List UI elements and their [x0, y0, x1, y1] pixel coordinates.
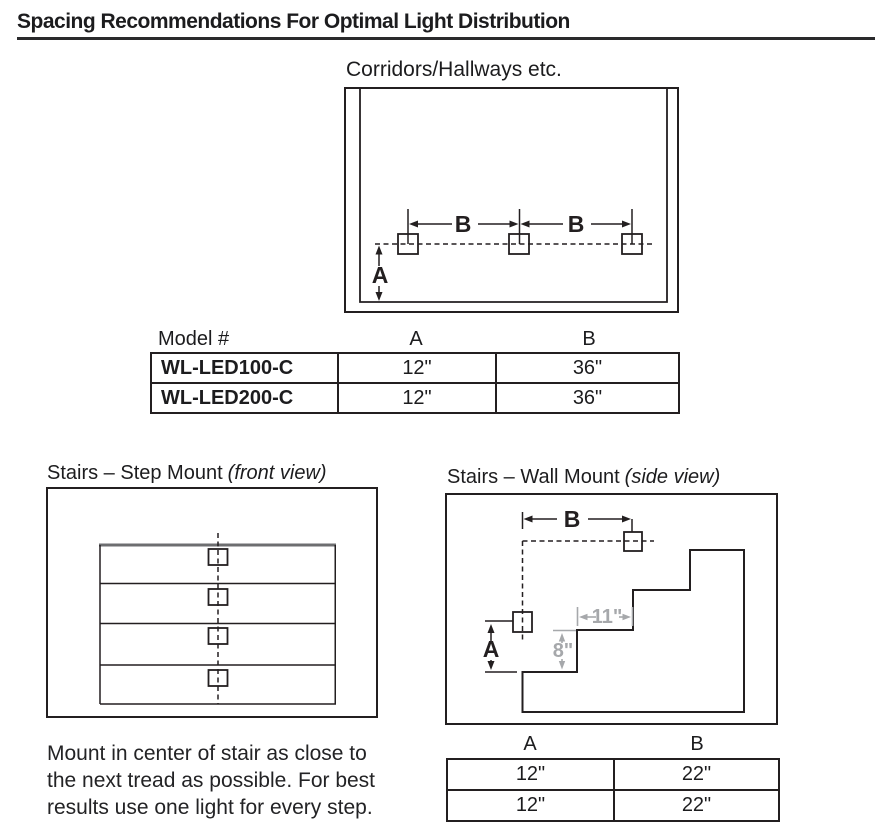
model-cell: WL-LED200-C: [150, 382, 339, 414]
light-fixture-square: [207, 548, 229, 566]
riser-height-dimension: 8": [553, 629, 576, 670]
stair-side-profile: [521, 549, 745, 713]
dim-b-cell: 36": [495, 352, 680, 384]
dimension-b-lines: [407, 209, 633, 244]
dim-a-cell: 12": [337, 352, 497, 384]
table-row: 12" 22": [446, 789, 780, 822]
dimension-b: B: [521, 506, 633, 533]
step-mount-section-title: Stairs – Step Mount(front view): [47, 462, 327, 485]
step-mount-frame: [46, 487, 378, 718]
wall-mount-frame: [445, 493, 778, 725]
note-line: results use one light for every step.: [47, 796, 373, 819]
tread-depth-label: 11": [592, 606, 623, 628]
step-mount-view-text: (front view): [227, 462, 327, 484]
tread-depth-dimension: 11": [576, 606, 634, 628]
dimension-a: A: [483, 620, 517, 673]
step-mount-diagram: [46, 487, 378, 718]
model-table-header-a: A: [409, 328, 423, 350]
corridor-section-title: Corridors/Hallways etc.: [346, 58, 562, 81]
dim-a-cell: 12": [446, 789, 615, 822]
dim-b-cell: 22": [613, 758, 780, 791]
wall-mount-section-title: Stairs – Wall Mount(side view): [447, 466, 720, 489]
model-table-header-b: B: [582, 328, 596, 350]
wall-mount-spacing-table: 12" 22" 12" 22": [446, 758, 780, 822]
dim-a-cell: 12": [446, 758, 615, 791]
table-row: WL-LED100-C 12" 36": [150, 352, 680, 384]
wall-table-header-b: B: [690, 733, 704, 755]
wall-mount-diagram: 11" 8" B A: [445, 493, 778, 725]
corridor-inner-wall: [359, 88, 668, 303]
corridor-walls: [344, 87, 679, 313]
dimension-b-arrowheads: [409, 220, 631, 228]
title-underline-rule: [17, 37, 875, 40]
model-table-header-model: Model #: [158, 328, 230, 350]
riser-height-label: 8": [553, 640, 574, 662]
note-line: Mount in center of stair as close to: [47, 742, 367, 765]
dim-b-cell: 36": [495, 382, 680, 414]
dimension-a-label: A: [372, 262, 389, 288]
model-cell: WL-LED100-C: [150, 352, 339, 384]
mounting-note: Mount in center of stair as close to the…: [47, 740, 375, 821]
model-spacing-table: WL-LED100-C 12" 36" WL-LED200-C 12" 36": [150, 352, 680, 414]
corridor-outer-wall: [344, 87, 679, 313]
dimension-b-label: B: [455, 211, 472, 237]
table-row: 12" 22": [446, 758, 780, 791]
corridor-diagram: B B A: [344, 87, 679, 313]
step-mount-title-text: Stairs – Step Mount: [47, 462, 223, 484]
page-title: Spacing Recommendations For Optimal Ligh…: [17, 10, 570, 33]
dimension-b-label: B: [564, 506, 581, 532]
wall-mount-title-text: Stairs – Wall Mount: [447, 466, 620, 488]
dimension-a-label: A: [483, 636, 500, 662]
table-row: WL-LED200-C 12" 36": [150, 382, 680, 414]
dim-b-cell: 22": [613, 789, 780, 822]
dimension-b-label: B: [568, 211, 585, 237]
wall-mount-view-text: (side view): [624, 466, 721, 488]
wall-table-header-a: A: [523, 733, 537, 755]
note-line: the next tread as possible. For best: [47, 769, 376, 792]
dimension-a: A: [372, 245, 389, 301]
dim-a-cell: 12": [337, 382, 497, 414]
